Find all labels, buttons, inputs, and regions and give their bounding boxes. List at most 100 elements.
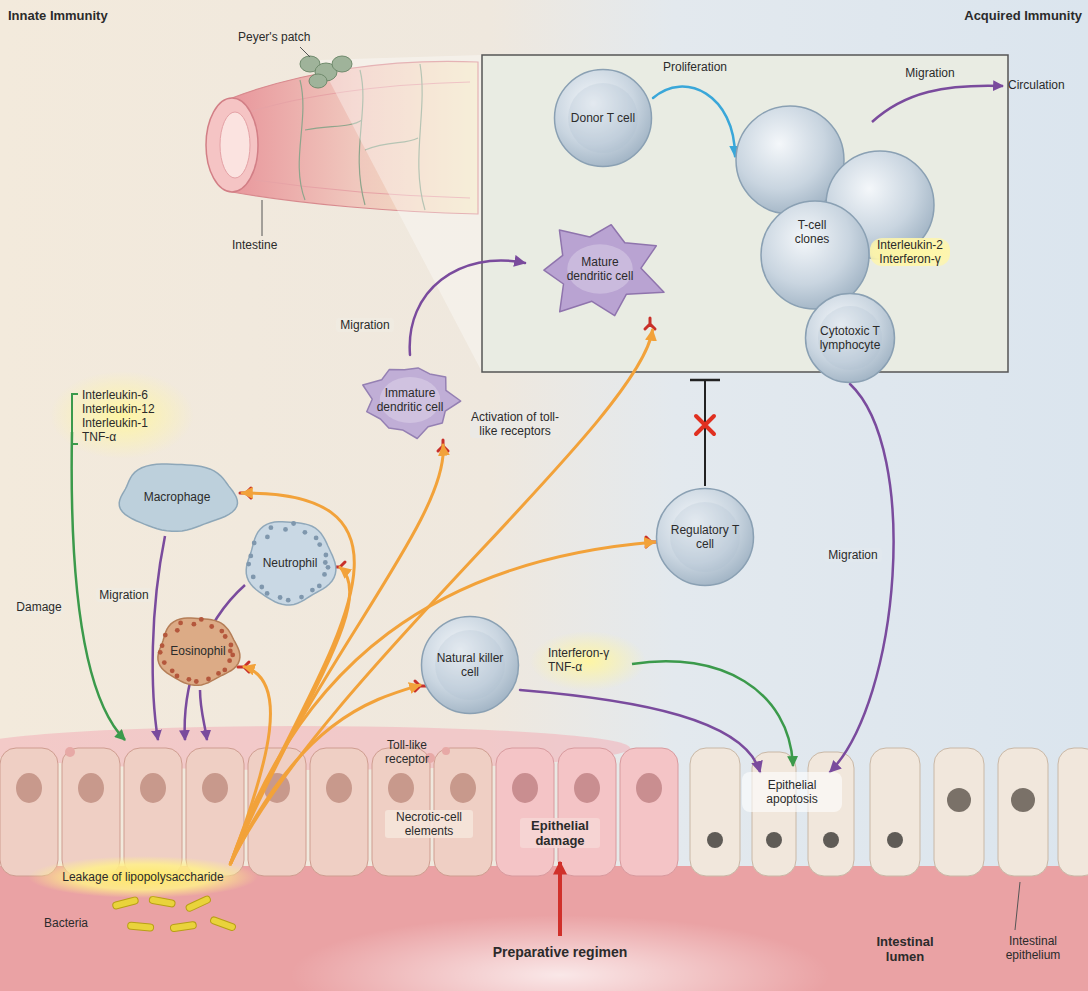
cell-label: Natural killer cell bbox=[434, 651, 506, 679]
cell-label: Interleukin-2 Interferon-γ bbox=[870, 238, 950, 266]
granule bbox=[323, 560, 328, 565]
cell-label: Donor T cell bbox=[568, 111, 638, 125]
granule bbox=[227, 658, 232, 663]
pyknotic-nucleus bbox=[823, 832, 839, 848]
cell-nucleus bbox=[140, 773, 166, 803]
block-cross bbox=[696, 416, 714, 434]
inhibition-bar bbox=[690, 379, 720, 382]
granule bbox=[291, 521, 296, 526]
cell-outline bbox=[735, 105, 950, 310]
granule bbox=[326, 565, 331, 570]
cell-label: Leakage of lipopolysaccharide bbox=[29, 870, 257, 884]
granule bbox=[209, 624, 214, 629]
granule bbox=[170, 668, 175, 673]
cell-nucleus bbox=[574, 773, 600, 803]
peyers-patch-node bbox=[309, 74, 327, 88]
cell-body bbox=[246, 522, 336, 605]
migration-arrow bbox=[872, 86, 1003, 122]
cell-nucleus bbox=[78, 773, 104, 803]
cell-nucleus bbox=[568, 83, 638, 153]
cytokine-label: Interleukin-6 Interleukin-12 Interleukin… bbox=[82, 388, 170, 444]
granule bbox=[219, 629, 224, 634]
granule bbox=[310, 588, 315, 593]
apoptosis-region: Epithelial apoptosis bbox=[742, 772, 842, 812]
granule bbox=[265, 591, 270, 596]
granule bbox=[283, 527, 288, 532]
epithelial-cell bbox=[496, 748, 554, 876]
dendritic-cell: Immature dendritic cell bbox=[355, 355, 465, 445]
granule bbox=[324, 553, 329, 558]
granule bbox=[248, 554, 253, 559]
connector-arrow bbox=[653, 87, 735, 157]
cell-nucleus bbox=[326, 773, 352, 803]
cell-label: Eosinophil bbox=[161, 644, 235, 658]
granule bbox=[259, 585, 264, 590]
cell-body bbox=[657, 489, 754, 586]
cell-nucleus bbox=[1011, 788, 1035, 812]
connector-arrow bbox=[230, 330, 652, 864]
part-label: Epithelial damage bbox=[520, 818, 600, 848]
part-label: Bacteria bbox=[44, 916, 104, 930]
epithelial-cell bbox=[310, 748, 368, 876]
connector-arrow bbox=[230, 445, 443, 864]
region-patch bbox=[742, 772, 842, 812]
leader-line bbox=[262, 200, 263, 236]
cell-body bbox=[761, 201, 869, 309]
part-label: Toll-like receptor bbox=[372, 738, 442, 766]
dendritic-cell: Mature dendritic cell bbox=[525, 208, 675, 330]
connector-arrow bbox=[230, 667, 270, 864]
neutrophil-cell: Neutrophil bbox=[240, 515, 340, 610]
arrow-label: Activation of toll-like receptors bbox=[470, 410, 560, 438]
lps-leak: Leakage of lipopolysaccharide bbox=[28, 864, 258, 890]
epithelial-cell bbox=[558, 748, 616, 876]
dendrite-body bbox=[544, 225, 664, 316]
eosinophil-cell: Eosinophil bbox=[152, 612, 244, 690]
granule bbox=[162, 660, 167, 665]
part-label: Intestinal epithelium bbox=[988, 934, 1078, 962]
part-label: Intestine bbox=[232, 238, 302, 252]
epithelial-cell bbox=[620, 748, 678, 876]
zoom-wedge bbox=[318, 55, 482, 372]
cell-body bbox=[422, 617, 519, 714]
granule bbox=[265, 535, 270, 540]
necrotic-fragment bbox=[442, 747, 450, 755]
bacterium bbox=[127, 922, 154, 931]
pyknotic-nucleus bbox=[707, 832, 723, 848]
granule bbox=[175, 674, 180, 679]
granule bbox=[158, 650, 163, 655]
arrow-label: Damage bbox=[14, 600, 64, 614]
cytokine-glow bbox=[530, 631, 646, 691]
t-cell: Donor T cell bbox=[553, 68, 653, 168]
t-cell: Regulatory T cell bbox=[655, 487, 755, 587]
cell-nucleus bbox=[450, 773, 476, 803]
leader-line bbox=[300, 47, 310, 57]
inset-box bbox=[482, 55, 1008, 372]
granule bbox=[317, 542, 322, 547]
leader-line bbox=[1015, 882, 1020, 930]
cell-label: Cytotoxic T lymphocyte bbox=[814, 324, 886, 352]
granule bbox=[278, 595, 283, 600]
part-label: Peyer's patch bbox=[238, 30, 338, 44]
connector-arrow bbox=[410, 260, 525, 355]
t-cell-clones: T-cell clonesInterleukin-2 Interferon-γ bbox=[735, 105, 950, 310]
granule bbox=[206, 677, 211, 682]
edge-label: Migration bbox=[824, 548, 882, 562]
cell-nucleus bbox=[388, 773, 414, 803]
epithelial-cell bbox=[62, 748, 120, 876]
cell-label: T-cell clones bbox=[786, 218, 838, 246]
cell-nucleus bbox=[16, 773, 42, 803]
toll-like-receptor bbox=[645, 318, 655, 329]
connector-arrow bbox=[830, 384, 894, 772]
granule bbox=[160, 643, 165, 648]
dendrite-body bbox=[363, 368, 461, 439]
edge-label: Proliferation bbox=[655, 60, 735, 74]
granule bbox=[223, 634, 228, 639]
granule bbox=[252, 541, 257, 546]
connector-arrow bbox=[520, 690, 760, 772]
intestine-illustration bbox=[206, 47, 482, 372]
granule bbox=[216, 671, 221, 676]
cell-nucleus bbox=[947, 788, 971, 812]
granule bbox=[222, 668, 227, 673]
